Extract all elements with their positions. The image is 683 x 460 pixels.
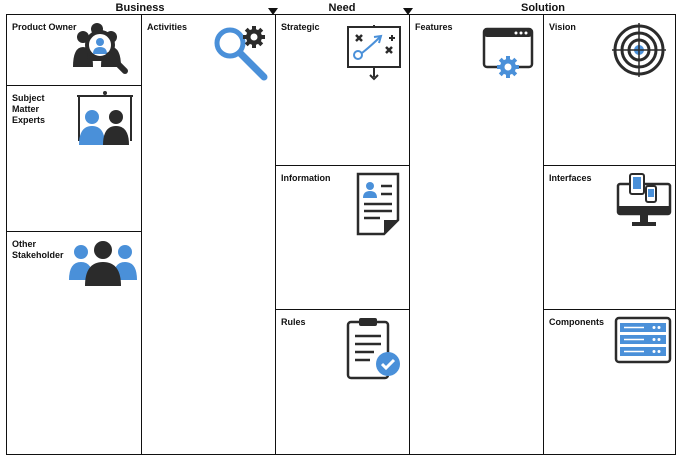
profile-document-icon: [356, 172, 400, 236]
column-need: Strategic Information: [276, 15, 410, 454]
label-vision: Vision: [549, 22, 576, 32]
search-gear-icon: [214, 26, 268, 81]
cell-components: Components: [544, 310, 675, 456]
label-strategic: Strategic: [281, 22, 320, 32]
cell-interfaces: Interfaces: [544, 166, 675, 310]
label-subject-matter-experts: Subject Matter Experts: [12, 93, 46, 125]
label-components: Components: [549, 317, 604, 327]
cell-information: Information: [276, 166, 409, 310]
cell-strategic: Strategic: [276, 15, 409, 166]
header-solution: Solution: [521, 2, 565, 14]
column-activities: Activities: [142, 15, 276, 454]
target-icon: [612, 23, 666, 77]
need-end-arrow-icon: [403, 8, 413, 15]
column-stakeholders: Product Owner Subject Matter Experts: [7, 15, 142, 454]
label-information: Information: [281, 173, 331, 183]
group-people-icon: [69, 241, 137, 286]
header-business: Business: [115, 2, 165, 14]
strategy-board-icon: [347, 25, 401, 81]
label-interfaces: Interfaces: [549, 173, 592, 183]
browser-gear-icon: [482, 27, 534, 78]
cell-features: Features: [410, 15, 543, 456]
presentation-people-icon: [77, 91, 133, 145]
cell-subject-matter-experts: Subject Matter Experts: [7, 86, 141, 232]
label-product-owner: Product Owner: [12, 22, 77, 32]
server-rack-icon: [614, 316, 672, 364]
header-need: Need: [328, 2, 356, 14]
label-activities: Activities: [147, 22, 188, 32]
cell-vision: Vision: [544, 15, 675, 166]
cell-product-owner: Product Owner: [7, 15, 141, 86]
clipboard-check-icon: [346, 318, 400, 380]
cell-activities: Activities: [142, 15, 275, 456]
label-rules: Rules: [281, 317, 306, 327]
column-solution: Vision Interfaces: [544, 15, 675, 454]
label-other-stakeholder: Other Stakeholder: [12, 239, 64, 260]
label-features: Features: [415, 22, 453, 32]
need-start-arrow-icon: [268, 8, 278, 15]
cell-other-stakeholder: Other Stakeholder: [7, 232, 141, 456]
canvas-grid: Product Owner Subject Matter Experts: [6, 14, 676, 455]
column-features: Features: [410, 15, 544, 454]
cell-rules: Rules: [276, 310, 409, 456]
devices-icon: [616, 173, 672, 226]
people-magnifier-icon: [73, 23, 128, 74]
